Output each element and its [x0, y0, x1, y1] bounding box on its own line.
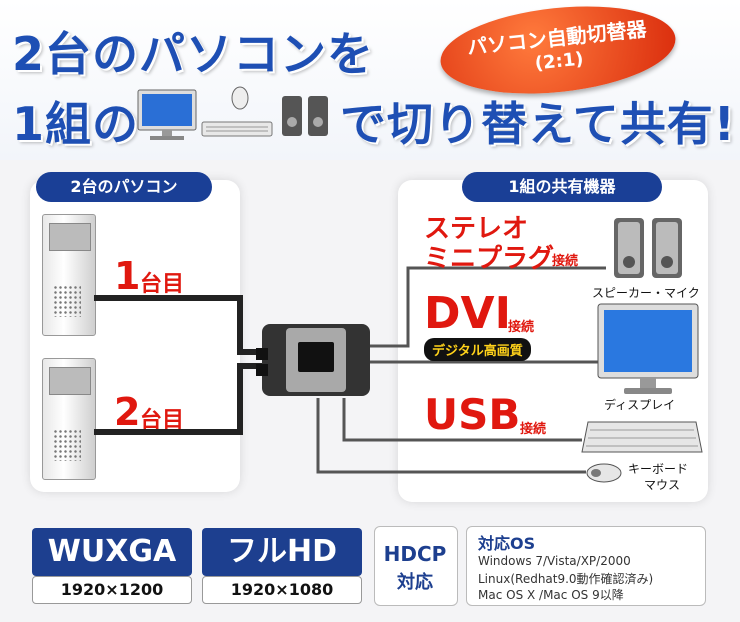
speaker-label: スピーカー・マイク: [592, 286, 700, 300]
pc2-number: 2: [114, 390, 141, 434]
dvi-quality-badge: デジタル高画質: [424, 338, 531, 361]
stereo-line1: ステレオ: [424, 214, 529, 244]
headline-line2-part1: 1組の: [12, 97, 140, 151]
os-box: [466, 526, 706, 606]
keyboard-icon: [581, 421, 703, 453]
os-title: 対応OS: [478, 534, 536, 553]
pc-tower-2-icon: [42, 358, 96, 480]
headline-line1: 2台のパソコンを: [12, 27, 375, 81]
keyboard-label: キーボード: [628, 462, 689, 476]
fullhd-resolution: 1920×1080: [202, 576, 362, 604]
pc-tower-1-icon: [42, 214, 96, 336]
left-panel-title: 2台のパソコン: [36, 172, 212, 202]
os-line3: Mac OS X /Mac OS 9以降: [478, 588, 624, 602]
mouse-label: マウス: [644, 478, 681, 492]
kvm-switch-icon: [256, 324, 370, 396]
dvi-setsuzoku: 接続: [508, 320, 535, 335]
hdcp-box: [374, 526, 458, 606]
headline-devices-icon: [137, 86, 328, 140]
fullhd-badge: フルHD: [202, 528, 362, 576]
dvi-label: DVI: [424, 288, 511, 339]
pc1-number: 1: [114, 254, 141, 298]
usb-label: USB: [424, 390, 521, 439]
speaker-icon: [614, 218, 682, 278]
hdcp-line2: 対応: [397, 572, 433, 593]
right-panel-title: 1組の共有機器: [462, 172, 662, 202]
headline-line2-part2: で切り替えて共有!!: [340, 97, 740, 151]
display-label: ディスプレイ: [604, 398, 676, 412]
wuxga-resolution: 1920×1200: [32, 576, 192, 604]
wuxga-badge: WUXGA: [32, 528, 192, 576]
pc2-unit: 台目: [140, 408, 185, 433]
pc1-unit: 台目: [140, 272, 185, 297]
os-line1: Windows 7/Vista/XP/2000: [478, 554, 631, 568]
display-icon: [597, 303, 699, 394]
os-line2: Linux(Redhat9.0動作確認済み): [478, 572, 654, 586]
stereo-line2: ミニプラグ: [424, 244, 555, 274]
mouse-icon: [586, 463, 622, 483]
hdcp-line1: HDCP: [383, 542, 447, 566]
usb-setsuzoku: 接続: [520, 422, 547, 437]
stereo-setsuzoku: 接続: [552, 254, 579, 269]
